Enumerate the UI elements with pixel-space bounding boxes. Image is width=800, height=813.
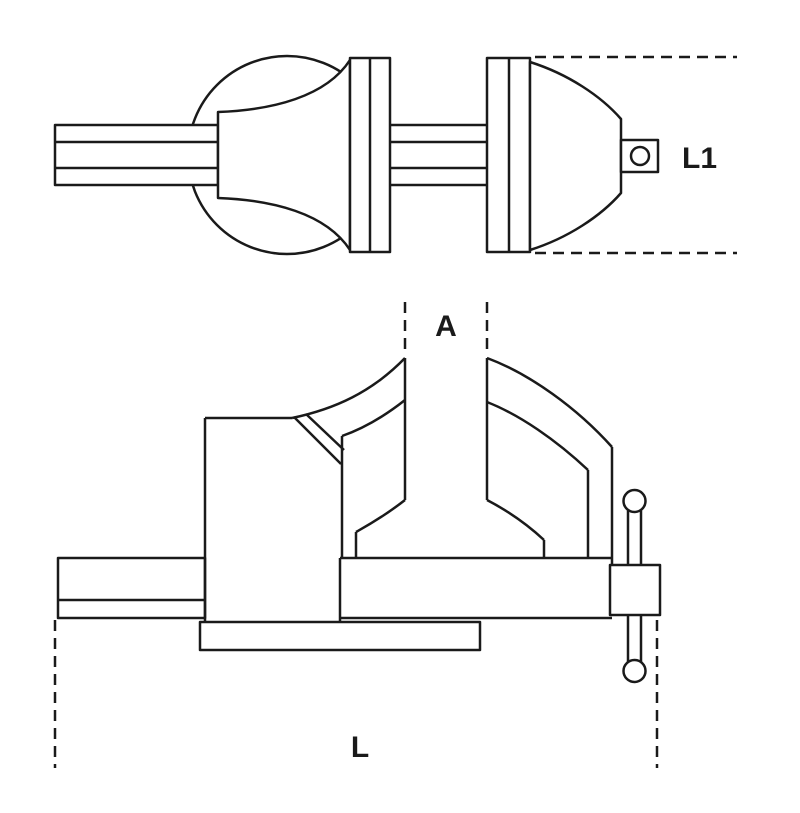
side-view: A xyxy=(53,302,662,768)
top-view: L1 xyxy=(53,54,737,256)
handle-ball-top xyxy=(622,488,647,514)
l1-label: L1 xyxy=(682,142,717,175)
contour-line xyxy=(486,400,589,471)
screw-head-block xyxy=(608,563,662,617)
screw-shaft-side xyxy=(340,556,612,620)
front-jaw-plate xyxy=(348,56,392,254)
l-label: L xyxy=(351,731,369,764)
screw-shaft-top xyxy=(390,123,487,187)
a-dimension: A xyxy=(403,302,489,356)
handle-ball-bottom xyxy=(622,658,647,684)
slide-bar-outline xyxy=(53,123,220,187)
fillet-line xyxy=(305,413,345,451)
contour-line xyxy=(486,356,613,448)
base-plate xyxy=(198,620,482,652)
slide-bar-side xyxy=(56,556,207,620)
slide-bar-outline xyxy=(56,556,207,620)
front-jaw-body xyxy=(216,58,352,252)
rear-body-top xyxy=(528,60,623,252)
front-jaw-side xyxy=(291,357,407,558)
contour-line xyxy=(341,399,406,438)
contour-line xyxy=(486,498,545,541)
rear-jaw-plate xyxy=(485,56,532,254)
slide-bar-top xyxy=(53,123,220,187)
tail-end xyxy=(619,138,660,174)
a-label: A xyxy=(435,310,457,343)
handle-assembly xyxy=(608,488,662,684)
drawing-root: L1 A xyxy=(53,54,737,768)
l1-dimension: L1 xyxy=(535,55,737,255)
tail-hole xyxy=(629,145,651,167)
body-casting xyxy=(203,416,342,622)
contour-line xyxy=(291,357,406,420)
contour-line xyxy=(355,499,406,534)
l-dimension: L xyxy=(53,620,659,768)
rear-jaw-side xyxy=(485,356,614,565)
fillet-line xyxy=(293,416,342,465)
